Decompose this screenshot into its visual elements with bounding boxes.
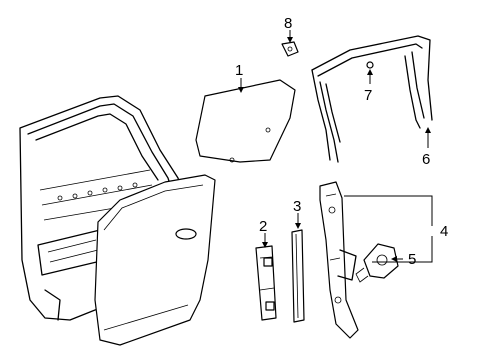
regulator-motor: [355, 243, 399, 283]
door-handle: [175, 228, 197, 240]
callout-6: 6: [422, 151, 430, 168]
callout-3: 3: [293, 198, 301, 215]
channel-bracket: [255, 245, 277, 321]
callout-4: 4: [440, 223, 448, 240]
callout-7: 7: [364, 87, 372, 104]
window-glass: [195, 79, 296, 163]
glass-run-channel: [311, 35, 433, 163]
fastener-clip: [281, 41, 299, 57]
callout-5: 5: [408, 251, 416, 268]
callout-1: 1: [235, 62, 243, 79]
window-regulator: [319, 181, 359, 339]
callout-8: 8: [284, 15, 292, 32]
weatherstrip: [291, 229, 305, 323]
callout-2: 2: [259, 218, 267, 235]
door-outer-panel: [94, 174, 216, 346]
channel-clip: [366, 61, 374, 69]
